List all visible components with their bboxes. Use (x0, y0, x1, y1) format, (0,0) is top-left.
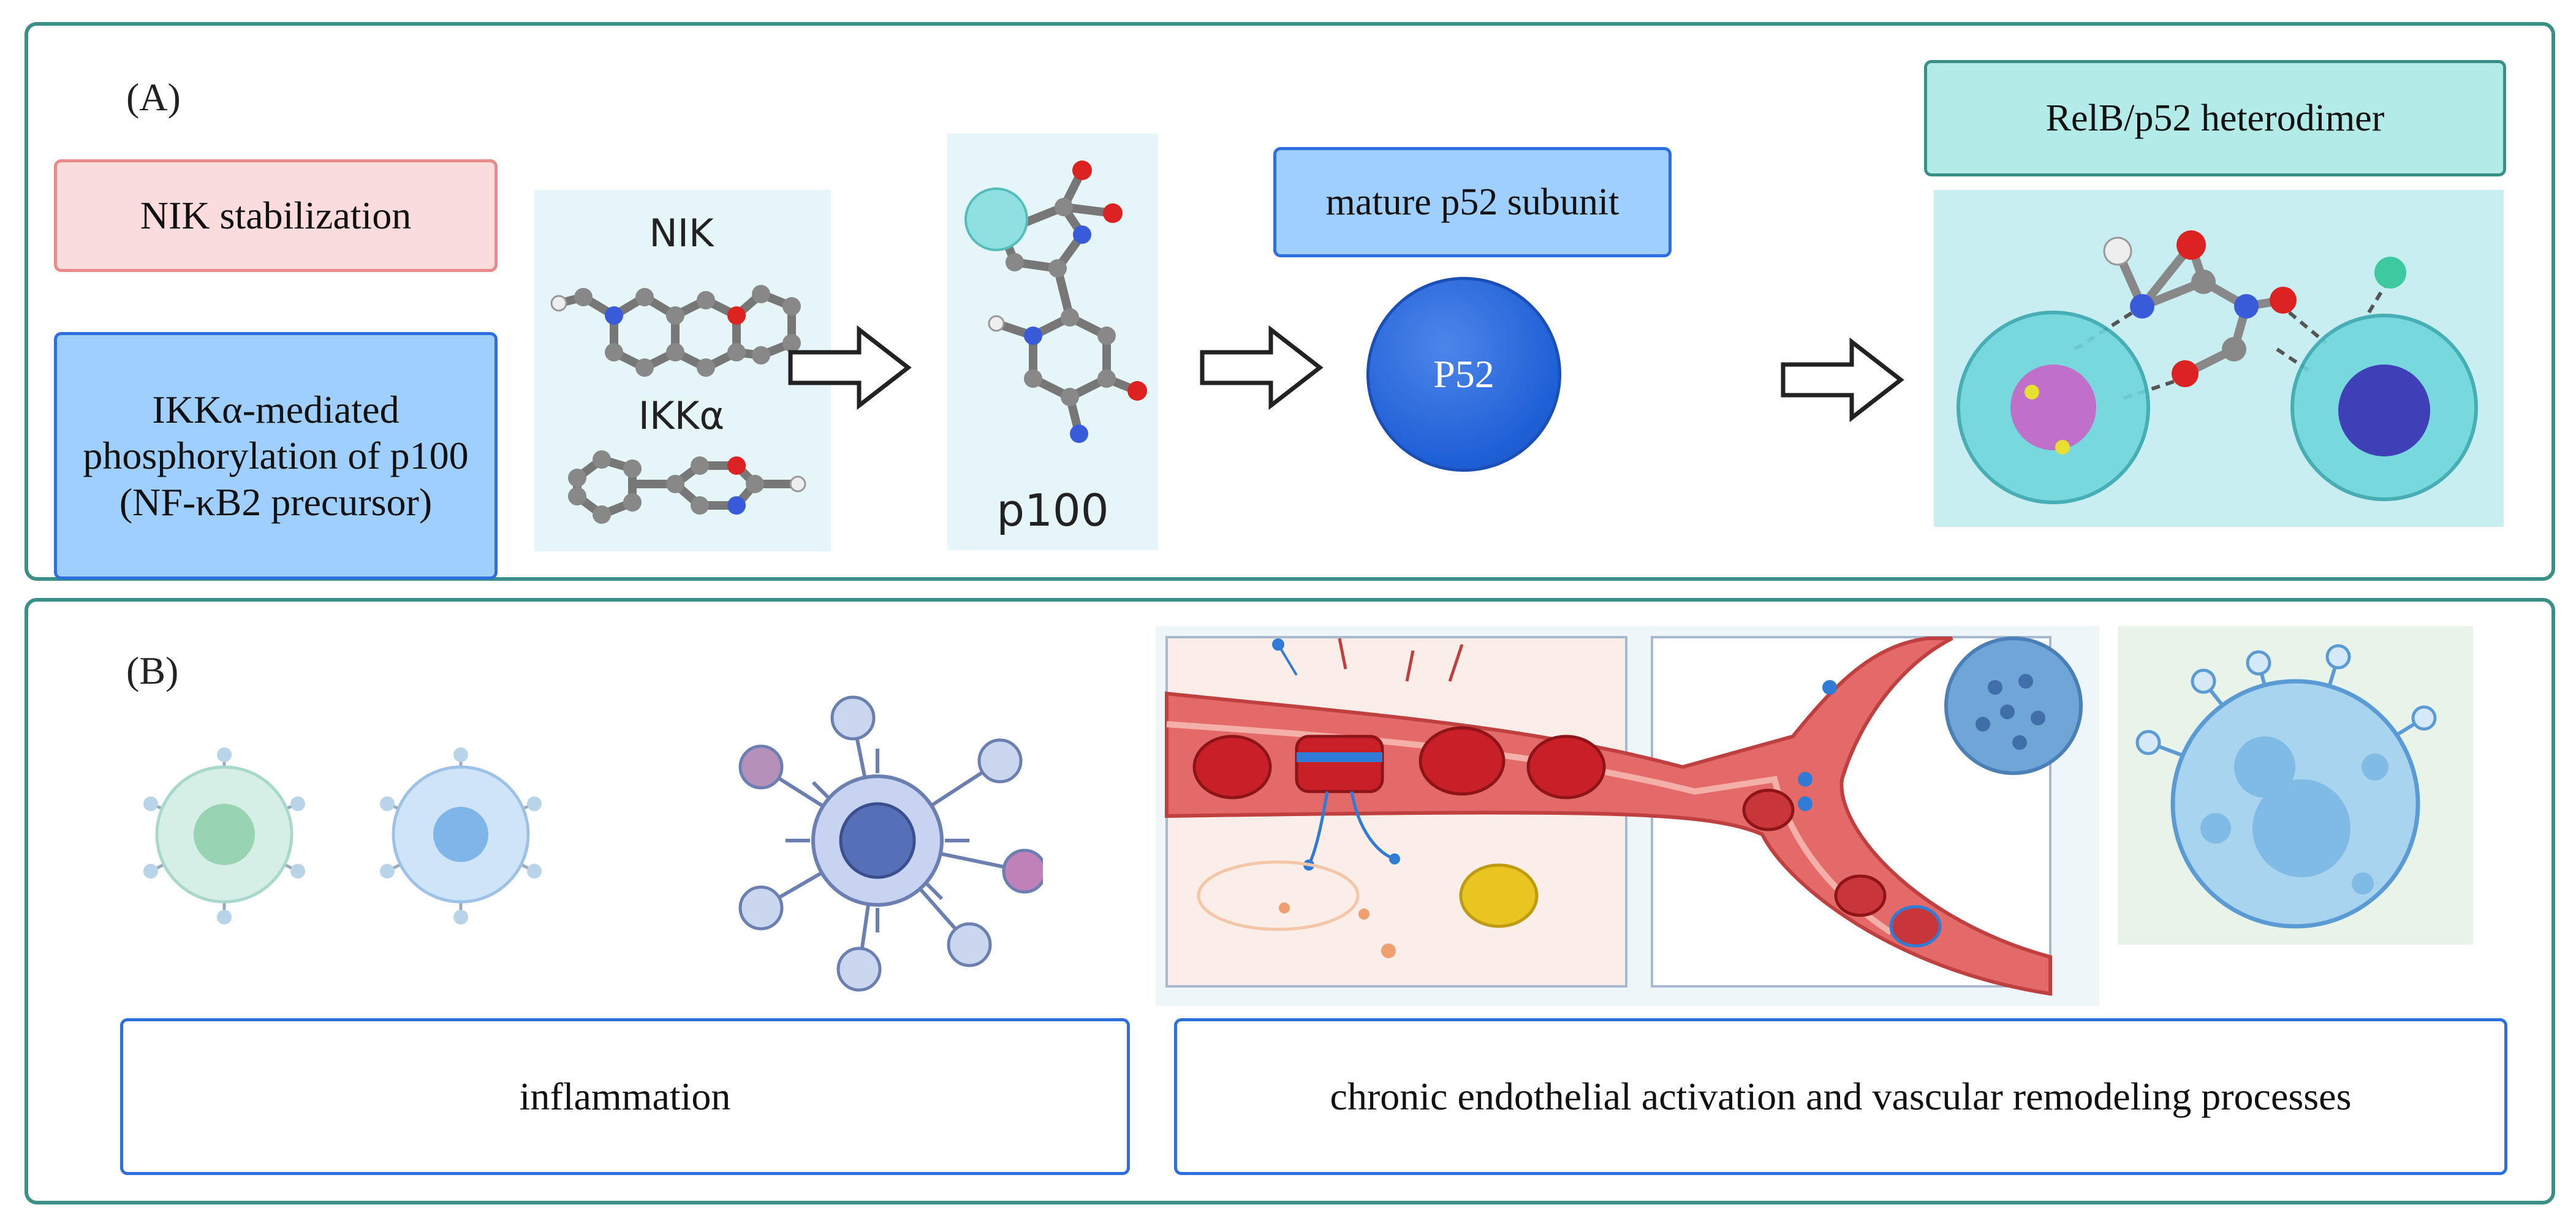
mature-p52-subunit-box: mature p52 subunit (1273, 147, 1672, 257)
arrow-right-icon (1781, 337, 1904, 423)
vascular-cell-image (2118, 626, 2473, 945)
blood-vessel-image (1156, 626, 2099, 1006)
ikk-molecule-label: IKKα (638, 393, 724, 438)
inflammation-box: inflammation (120, 1018, 1130, 1175)
p100-molecule-label: p100 (996, 485, 1108, 536)
relb-p52-heterodimer-box: RelB/p52 heterodimer (1924, 60, 2506, 176)
panel-a-label: (A) (126, 75, 181, 119)
ikk-phosphorylation-box: IKKα-mediated phosphorylation of p100 (N… (54, 332, 498, 580)
p100-molecule-image: p100 (947, 134, 1158, 550)
nik-ikk-molecule-image: NIK IKKα (534, 190, 831, 551)
activated-immune-cell-image (738, 695, 1043, 992)
arrow-right-icon (788, 325, 912, 410)
panel-b-label: (B) (126, 649, 179, 692)
nik-stabilization-box: NIK stabilization (54, 159, 498, 272)
immune-cell-image (380, 747, 542, 924)
panel-a: (A) NIK stabilization IKKα-mediated phos… (25, 22, 2555, 581)
vascular-remodeling-box: chronic endothelial activation and vascu… (1174, 1018, 2507, 1175)
nik-molecule-label: NIK (649, 211, 714, 255)
p52-circle: P52 (1366, 277, 1561, 472)
panel-b: (B) (25, 598, 2555, 1204)
relb-p52-heterodimer-image (1934, 190, 2504, 527)
arrow-right-icon (1200, 325, 1324, 410)
immune-cell-image (143, 747, 305, 924)
p52-circle-label: P52 (1433, 352, 1494, 396)
